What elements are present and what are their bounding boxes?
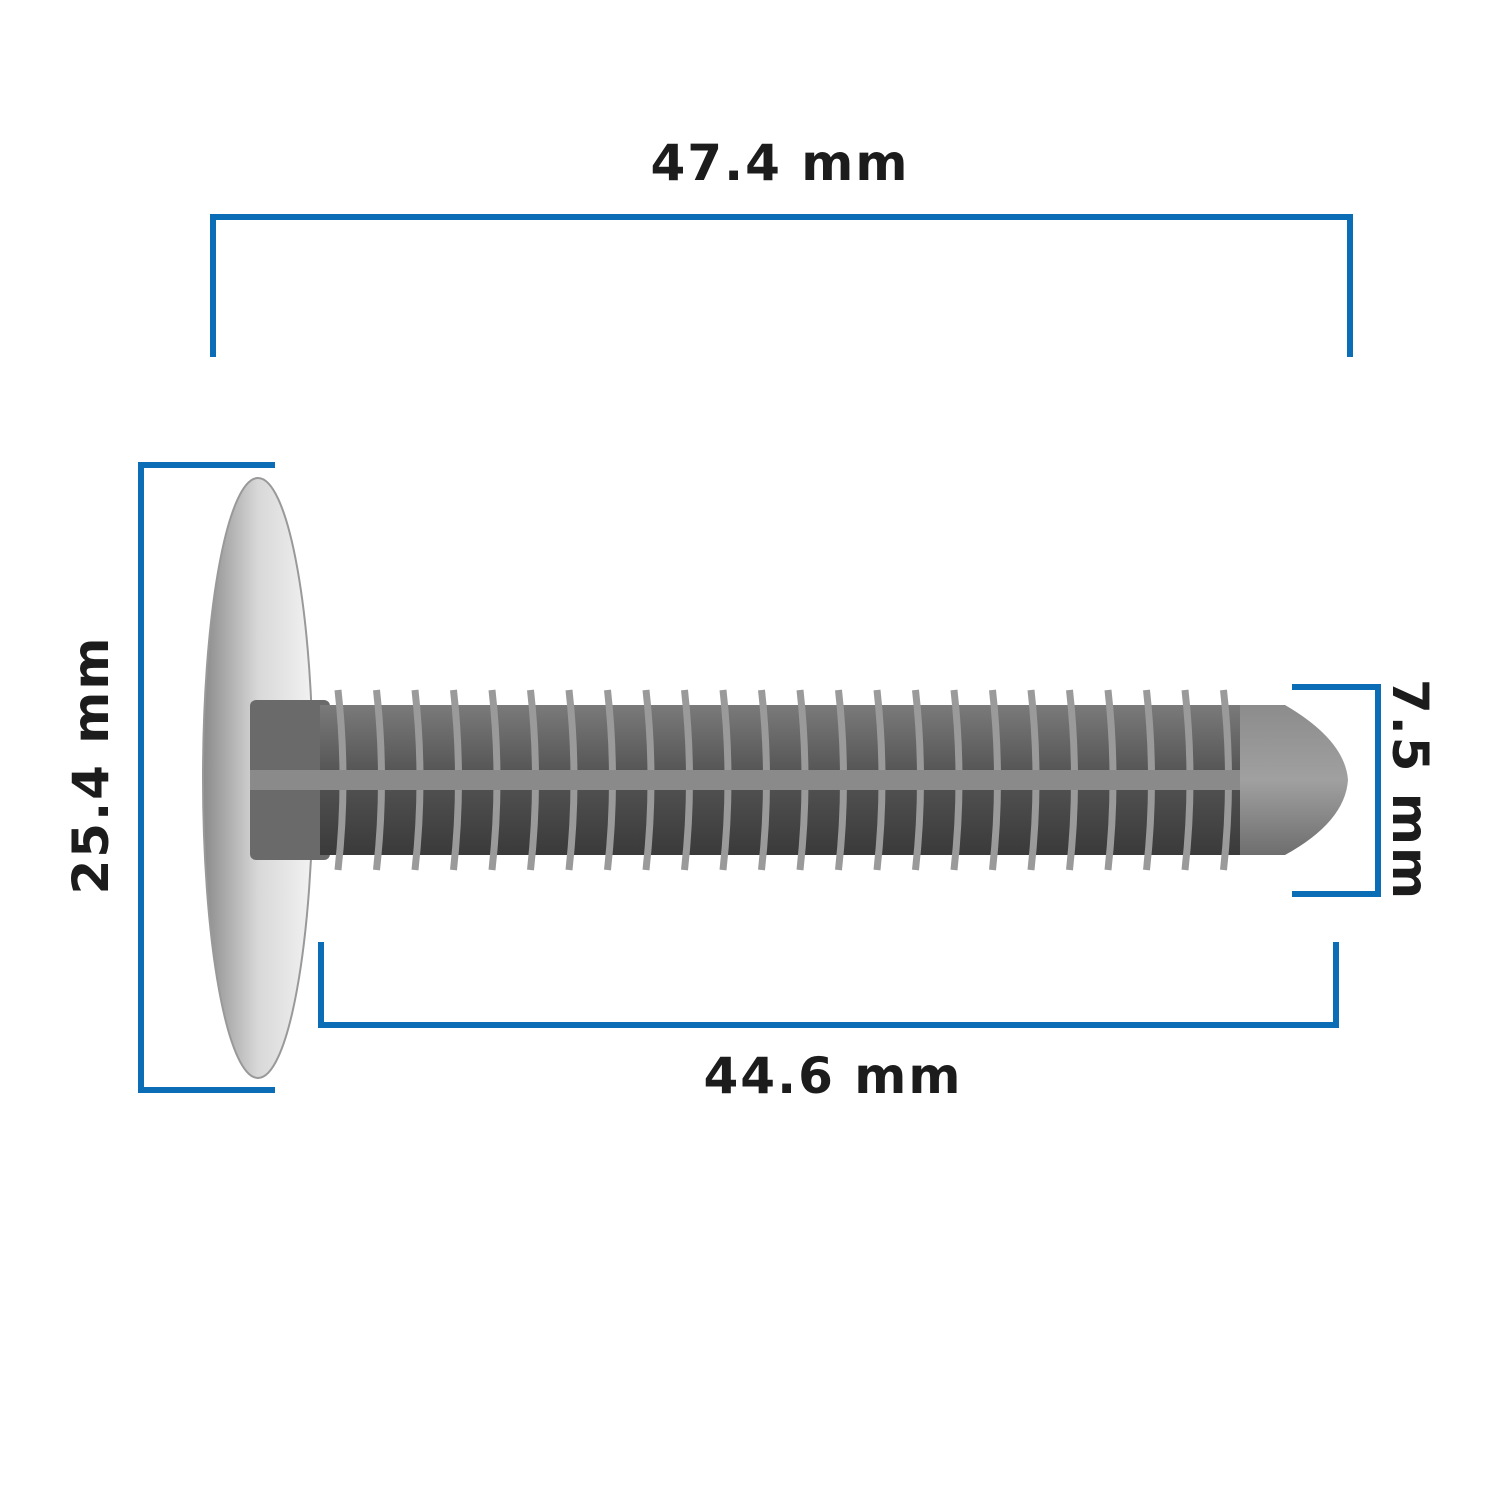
shaft-length-label: 44.6 mm bbox=[704, 1047, 963, 1105]
head-diameter-label: 25.4 mm bbox=[62, 636, 120, 895]
overall-length-label: 47.4 mm bbox=[651, 134, 910, 192]
shaft-diameter-bracket bbox=[1292, 684, 1381, 897]
shaft-center-rib bbox=[250, 770, 1250, 790]
overall-length-bracket bbox=[210, 214, 1353, 357]
push-rivet-fastener bbox=[202, 477, 1348, 1079]
shaft-length-bracket bbox=[318, 942, 1339, 1028]
fastener-tip bbox=[1240, 705, 1348, 855]
head-diameter-bracket bbox=[138, 462, 275, 1093]
shaft-diameter-label: 7.5 mm bbox=[1381, 679, 1439, 901]
